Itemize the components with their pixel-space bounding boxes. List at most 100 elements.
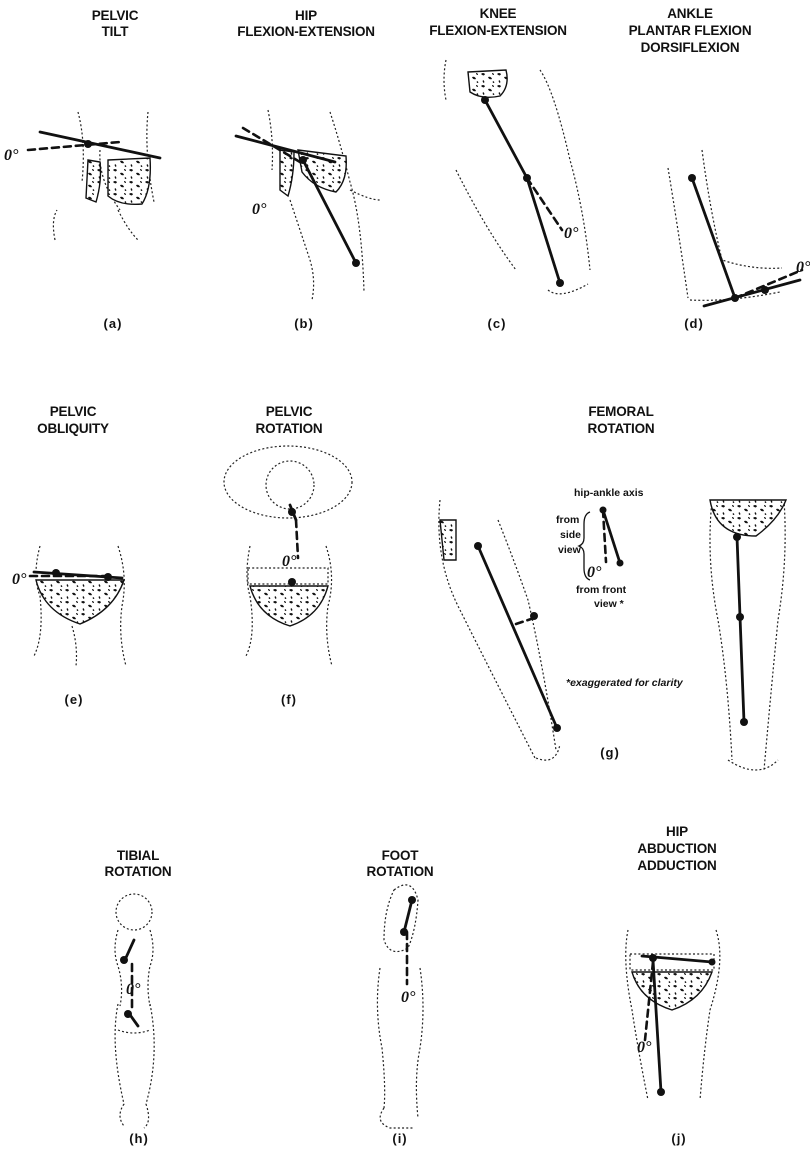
top-view-pelvis	[224, 446, 352, 518]
knee-marker	[352, 259, 360, 267]
panel-j-caption: (j)	[671, 1131, 686, 1146]
panel-i: FOOT ROTATION 0° (i)	[367, 848, 434, 1146]
zero-degree-label: 0°	[637, 1039, 652, 1056]
ankle-marker	[731, 294, 739, 302]
side-leg-outline	[439, 500, 560, 760]
garment-side	[280, 150, 294, 196]
zero-degree-label: 0°	[4, 147, 19, 164]
hip-marker	[299, 156, 307, 164]
panel-j-title-2: ABDUCTION	[637, 841, 716, 856]
panel-a-title-2: TILT	[102, 24, 130, 39]
panel-f-caption: (f)	[281, 692, 297, 707]
leg-outline	[268, 110, 380, 300]
side-note: side	[560, 529, 581, 541]
knee-marker	[523, 174, 531, 182]
garment-side	[440, 520, 456, 560]
panel-j-title-1: HIP	[666, 824, 688, 839]
garment	[632, 972, 712, 1010]
hip-marker	[481, 96, 489, 104]
knee-marker	[688, 174, 696, 182]
panel-c-title-1: KNEE	[480, 6, 517, 21]
inset-ankle-marker	[617, 560, 624, 567]
panel-g-title-1: FEMORAL	[588, 404, 653, 419]
inset-hip-marker	[600, 507, 607, 514]
top-view-body	[266, 461, 314, 509]
zero-degree-label: 0°	[252, 201, 267, 218]
panel-b-caption: (b)	[294, 316, 314, 331]
panel-c: KNEE FLEXION-EXTENSION 0° (c)	[429, 6, 590, 331]
zero-degree-label: 0°	[564, 225, 579, 242]
shank-line	[692, 178, 735, 298]
panel-a: PELVIC TILT 0° (a)	[4, 8, 160, 331]
panel-h-caption: (h)	[129, 1131, 149, 1146]
foot-outline	[668, 150, 782, 300]
hip-marker	[474, 542, 482, 550]
from-note: from	[556, 514, 579, 526]
panel-h: TIBIAL ROTATION 0° (h)	[105, 848, 172, 1146]
garment-side	[86, 160, 101, 202]
panel-e-title-1: PELVIC	[50, 404, 97, 419]
panel-a-caption: (a)	[104, 316, 123, 331]
heel-marker	[400, 928, 408, 936]
panel-e: PELVIC OBLIQUITY 0° (e)	[12, 404, 126, 707]
waistband	[248, 568, 328, 584]
panel-j-title-3: ADDUCTION	[637, 858, 716, 873]
marker	[84, 140, 92, 148]
toe-marker	[761, 286, 769, 294]
panel-g-title-2: ROTATION	[588, 421, 655, 436]
panel-e-title-2: OBLIQUITY	[37, 421, 109, 436]
toe-marker	[408, 896, 416, 904]
front-hip-marker	[733, 533, 741, 541]
panel-h-title-1: TIBIAL	[117, 848, 159, 863]
leg-outline	[444, 60, 590, 294]
knee-marker	[530, 612, 538, 620]
panel-j: HIP ABDUCTION ADDUCTION 0° (j)	[626, 824, 720, 1146]
view-star-note: view *	[594, 598, 625, 610]
foot-axis-line	[404, 900, 412, 932]
panel-d-title-1: ANKLE	[667, 6, 713, 21]
front-marker	[288, 578, 296, 586]
panel-c-caption: (c)	[488, 316, 507, 331]
garment	[710, 500, 786, 536]
reference-line	[527, 178, 562, 230]
ankle-marker	[553, 724, 561, 732]
top-marker	[120, 956, 128, 964]
panel-d: ANKLE PLANTAR FLEXION DORSIFLEXION 0° (d…	[629, 6, 810, 331]
top-view-leg	[116, 894, 152, 930]
zero-degree-label: 0°	[12, 571, 27, 588]
panel-d-title-3: DORSIFLEXION	[641, 40, 740, 55]
panel-i-title-2: ROTATION	[367, 864, 434, 879]
panel-b-title-2: FLEXION-EXTENSION	[237, 24, 375, 39]
garment	[250, 586, 328, 626]
front-leg-outline	[710, 500, 785, 770]
panel-b-title-1: HIP	[295, 8, 317, 23]
knee-band	[118, 1030, 150, 1033]
panel-f-title-2: ROTATION	[256, 421, 323, 436]
garment	[108, 158, 150, 204]
panel-a-title-1: PELVIC	[92, 8, 139, 23]
panel-i-title-1: FOOT	[382, 848, 420, 863]
zero-degree-label: 0°	[401, 989, 416, 1006]
zero-degree-label: 0°	[796, 259, 810, 276]
from-front-note: from front	[576, 584, 627, 596]
panel-h-title-2: ROTATION	[105, 864, 172, 879]
garment	[36, 580, 124, 624]
panel-g: FEMORAL ROTATION hip-ankle axis from sid…	[439, 404, 786, 770]
side-leg-axis	[478, 546, 557, 728]
front-knee-marker	[736, 613, 744, 621]
panel-d-caption: (d)	[684, 316, 704, 331]
top-view-foot	[384, 885, 418, 952]
panel-i-caption: (i)	[392, 1131, 407, 1146]
hip-marker	[649, 954, 657, 962]
leg-segments	[485, 100, 560, 283]
zero-degree-label: 0°	[282, 553, 297, 570]
panel-e-caption: (e)	[65, 692, 84, 707]
panel-c-title-2: FLEXION-EXTENSION	[429, 23, 567, 38]
panel-g-caption: (g)	[600, 745, 620, 760]
panel-f: PELVIC ROTATION 0° (f)	[224, 404, 352, 707]
knee-marker	[657, 1088, 665, 1096]
bottom-marker	[124, 1010, 132, 1018]
top-marker	[288, 508, 296, 516]
front-ankle-marker	[740, 718, 748, 726]
